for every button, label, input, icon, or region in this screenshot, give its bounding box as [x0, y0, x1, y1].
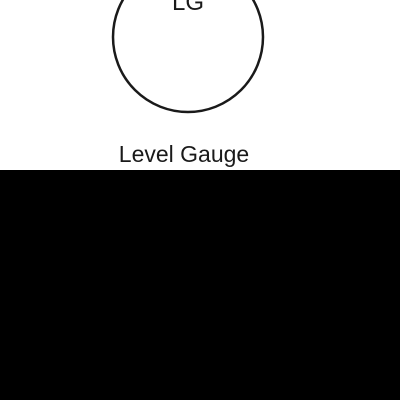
symbol-caption: Level Gauge	[118, 141, 250, 167]
instrument-tag: LG	[172, 0, 204, 16]
black-panel	[0, 170, 400, 400]
instrument-bubble	[111, 0, 265, 114]
level-gauge-symbol: LG	[111, 0, 265, 114]
